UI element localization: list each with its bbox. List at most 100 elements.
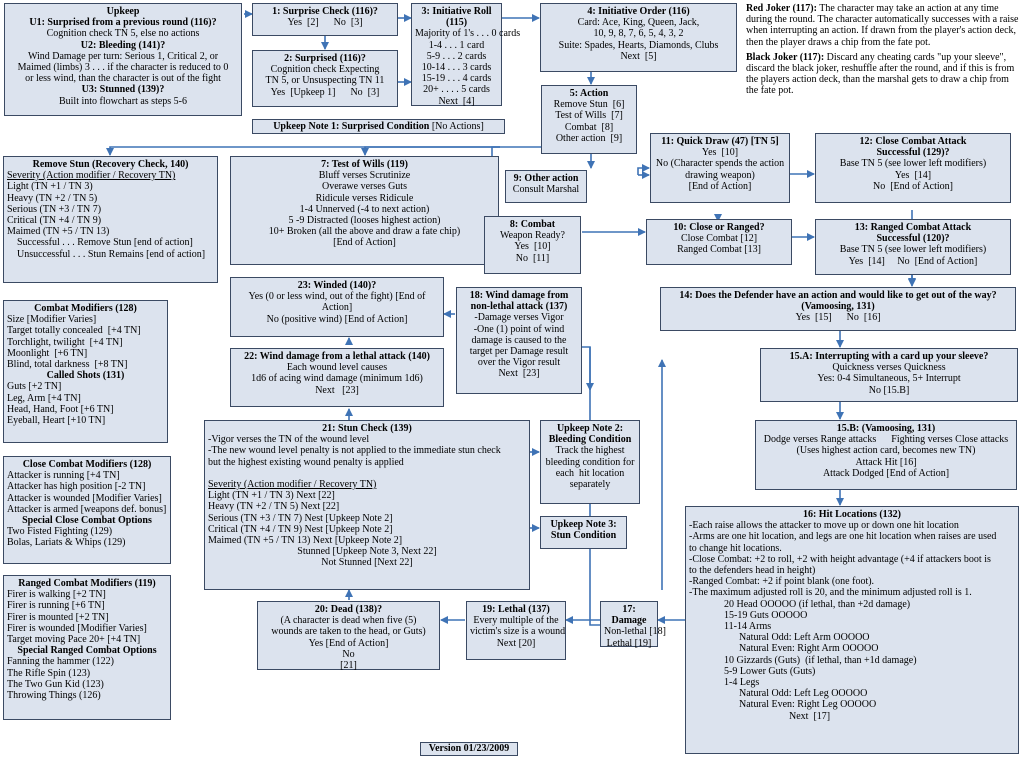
ranged-combat-attack-title: 13: Ranged Combat Attack <box>854 222 972 233</box>
remove-stun-line: Light (TN +1 / TN 3) <box>7 181 93 193</box>
non-lethal-wind-line: over the Vigor result <box>477 357 561 369</box>
remove-stun-box: Remove Stun (Recovery Check, 140) Severi… <box>3 156 218 283</box>
initiative-roll-title: 3: Initiative Roll (115) <box>421 6 492 29</box>
black-joker-text: Discard any cheating cards "up your slee… <box>746 51 1015 97</box>
test-of-wills-line: 1-4 Unnerved (-4 to next action) <box>299 203 430 215</box>
hit-location-line: -The maximum adjusted roll is 20, and th… <box>689 587 972 599</box>
close-combat-attack-line: Yes [14] <box>894 169 932 181</box>
remove-stun-line: Serious (TN +3 / TN 7) <box>7 203 102 215</box>
close-combat-attack-line: No [End of Action] <box>873 180 953 192</box>
hit-location-line: Natural Even: Right Leg OOOOO <box>689 699 877 711</box>
stun-check-line: -Vigor verses the TN of the wound level <box>208 434 370 446</box>
vamoosing-line: Attack Dodged [End of Action] <box>822 467 950 479</box>
winded-line: Action] <box>321 302 353 314</box>
hit-location-line: -Arms are one hit location, and legs are… <box>689 531 997 543</box>
lethal-line: Every multiple of the <box>473 615 559 627</box>
upkeep-note-2-line: each hit location <box>555 467 625 479</box>
ranged-combat-modifier-line: Target moving Pace 20+ [+4 TN] <box>7 634 141 646</box>
interrupting-line: Quickness verses Quickness <box>832 362 946 374</box>
quick-draw-line: Yes [10] <box>701 147 739 159</box>
combat-modifiers-box: Combat Modifiers (128) Size [Modifier Va… <box>3 300 168 443</box>
non-lethal-wind-title-2: non-lethal attack (137) <box>470 301 568 313</box>
initiative-roll-line: 10-14 . . . 3 cards <box>421 62 492 74</box>
hit-location-line: 5-9 Lower Guts (Guts) <box>689 665 816 677</box>
stun-check-spacer <box>208 468 526 479</box>
close-combat-modifiers-title: Close Combat Modifiers (128) <box>22 459 152 470</box>
hit-location-line: -Close Combat: +2 to roll, +2 with heigh… <box>689 553 991 565</box>
interrupting-box: 15.A: Interrupting with a card up your s… <box>760 348 1018 402</box>
damage-box: 17: Damage Non-lethal [18] Lethal [19] <box>600 601 666 649</box>
ranged-combat-modifier-line: Firer is running [+6 TN] <box>7 600 105 612</box>
upkeep-note-2-line: Track the highest <box>555 445 625 457</box>
special-ranged-title: Special Ranged Combat Options <box>17 645 157 657</box>
upkeep-note-2-title-2: Bleeding Condition <box>548 434 632 446</box>
hit-location-line: 11-14 Arms <box>689 621 772 633</box>
upkeep-box: Upkeep U1: Surprised from a previous rou… <box>4 3 242 116</box>
initiative-roll-line: 20+ . . . . 5 cards <box>423 84 490 96</box>
u2-line-1: Wind Damage per turn: Serious 1, Critica… <box>27 50 219 62</box>
lethal-wind-title: 22: Wind damage from a lethal attack (14… <box>244 351 430 362</box>
called-shots-title: Called Shots (131) <box>46 370 125 382</box>
stun-check-line: but the highest existing wound penalty i… <box>208 456 404 468</box>
surprised-box: 2: Surprised (116)? Cognition check Expe… <box>252 50 398 107</box>
vamoosing-line: Dodge verses Range attacks Fighting vers… <box>763 434 1009 446</box>
test-of-wills-title: 7: Test of Wills (119) <box>321 159 408 170</box>
non-lethal-wind-line: -Damage verses Vigor <box>474 312 564 324</box>
close-or-ranged-line: Ranged Combat [13] <box>677 244 761 256</box>
special-ranged-line: Fanning the hammer (122) <box>7 656 114 668</box>
remove-stun-line: Unsuccessful . . . Stun Remains [end of … <box>7 248 206 260</box>
quick-draw-line: drawing weapon) <box>685 169 755 181</box>
hit-location-line: 10 Gizzards (Guts) (if lethal, than +1d … <box>689 654 917 666</box>
surprise-check-title: 1: Surprise Check (116)? <box>272 6 378 17</box>
dead-line: (A character is dead when five (5) <box>280 615 417 627</box>
special-ranged-line: The Two Gun Kid (123) <box>7 678 104 690</box>
black-joker-title: Black Joker (117): <box>746 51 825 63</box>
u2-line-2: Maimed (limbs) 3 . . . if the character … <box>17 62 229 74</box>
initiative-roll-line: 5-9 . . . 2 cards <box>426 50 487 62</box>
lethal-line: Next [20] <box>496 637 536 649</box>
upkeep-note-1-box: Upkeep Note 1: Surprised Condition [No A… <box>252 119 505 134</box>
other-action-box: 9: Other action Consult Marshal <box>505 170 587 203</box>
close-combat-modifier-line: Attacker is running [+4 TN] <box>7 470 120 482</box>
stun-check-line: -The new wound level penalty is not appl… <box>208 445 501 457</box>
vamoosing-line: Attack Hit [16] <box>855 456 917 468</box>
surprised-line-3: Yes [Upkeep 1] No [3] <box>270 86 380 98</box>
upkeep-note-2-line: separately <box>569 479 611 491</box>
u2-line-3: or less wind, than the character is out … <box>25 73 221 85</box>
test-of-wills-line: 10+ Broken (all the above and draw a fat… <box>268 226 461 238</box>
ranged-combat-modifiers-title: Ranged Combat Modifiers (119) <box>18 578 156 589</box>
interrupting-title: 15.A: Interrupting with a card up your s… <box>789 351 989 362</box>
other-action-text: Consult Marshal <box>512 184 580 196</box>
stun-check-title: 21: Stun Check (139) <box>322 423 412 434</box>
close-combat-attack-title: 12: Close Combat Attack <box>859 136 967 147</box>
hit-locations-box: 16: Hit Locations (132) -Each raise allo… <box>685 506 1019 754</box>
close-or-ranged-title: 10: Close or Ranged? <box>673 222 765 233</box>
damage-line: Lethal [19] <box>606 637 652 649</box>
lethal-line: victim's size is a wound <box>470 626 566 638</box>
non-lethal-wind-line: damage is caused to the <box>471 334 567 346</box>
surprise-check-box: 1: Surprise Check (116)? Yes [2] No [3] <box>252 3 398 36</box>
initiative-order-line: Next [5] <box>620 50 657 62</box>
not-stunned-line: Not Stunned [Next 22] <box>321 557 413 569</box>
winded-line: No (positive wind) [End of Action] <box>266 313 408 325</box>
combat-modifier-line: Torchlight, twilight [+4 TN] <box>7 336 123 348</box>
damage-line: Non-lethal [18] <box>604 626 666 638</box>
surprised-title: 2: Surprised (116)? <box>284 53 366 64</box>
close-combat-attack-title-2: Successful (129)? <box>876 147 950 159</box>
stun-severity-line: Critical (TN +4 / TN 9) Nest [Upkeep Not… <box>208 523 393 535</box>
called-shot-line: Leg, Arm [+4 TN] <box>7 392 81 404</box>
special-close-line: Bolas, Lariats & Whips (129) <box>7 537 126 549</box>
dead-line: No <box>342 648 355 660</box>
winded-line: Yes (0 or less wind, out of the fight) [… <box>248 291 426 303</box>
upkeep-note-1-title: Upkeep Note 1: Surprised Condition <box>273 121 430 132</box>
surprise-check-options: Yes [2] No [3] <box>287 17 363 29</box>
called-shot-line: Guts [+2 TN] <box>7 381 62 393</box>
ranged-combat-modifier-line: Firer is walking [+2 TN] <box>7 589 106 601</box>
upkeep-note-1-text: [No Actions] <box>431 121 484 132</box>
dead-box: 20: Dead (138)? (A character is dead whe… <box>257 601 440 671</box>
red-joker-text: The character may take an action at any … <box>746 3 1019 48</box>
u3-title: U3: Stunned (139)? <box>81 84 165 96</box>
close-combat-modifiers-box: Close Combat Modifiers (128) Attacker is… <box>3 456 171 564</box>
upkeep-note-3-title: Upkeep Note 3: <box>550 519 617 530</box>
upkeep-note-3-box: Upkeep Note 3: Stun Condition <box>540 516 627 549</box>
